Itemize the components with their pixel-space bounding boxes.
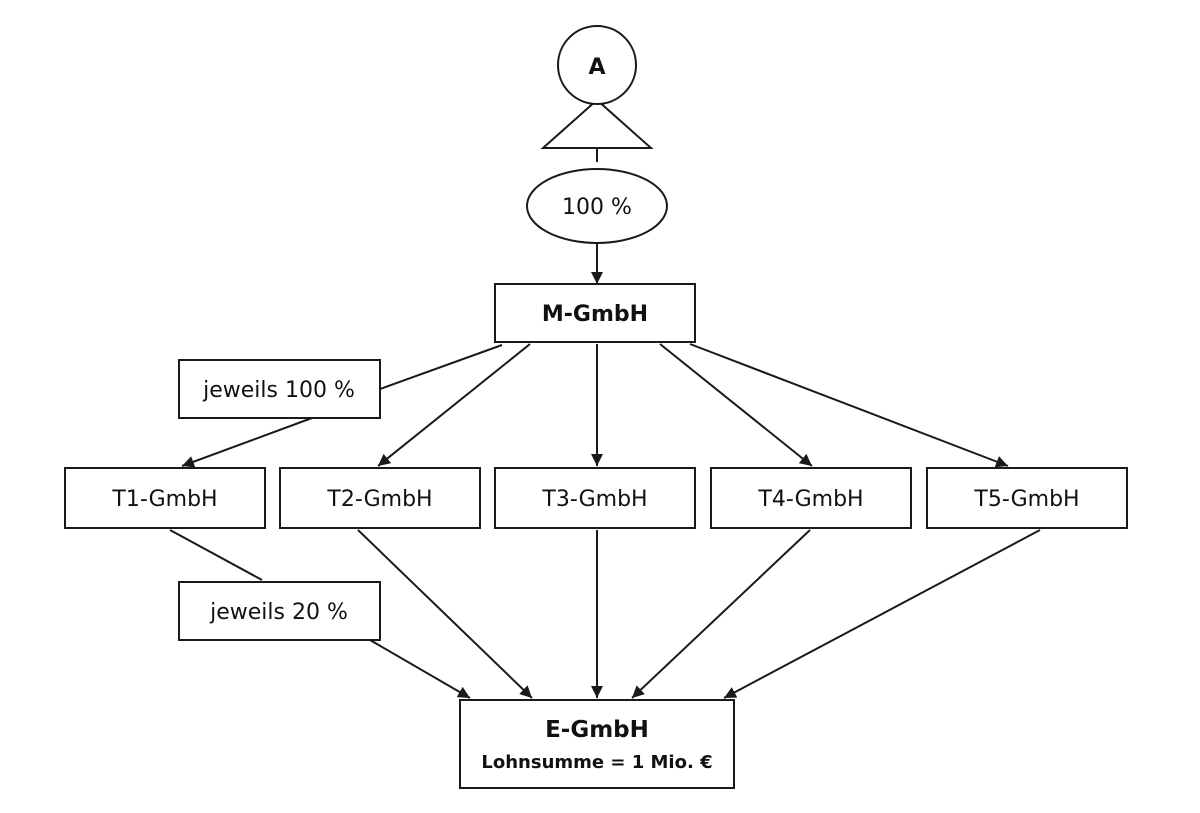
edge-t4-target: [631, 529, 811, 699]
subsidiary-label: T4-GmbH: [757, 487, 863, 512]
top-share-node: 100 %: [526, 168, 668, 244]
subsidiary-box: [494, 467, 696, 529]
edge-t1-target-lower: [369, 639, 471, 699]
subsidiary-box: [64, 467, 266, 529]
parent-label: M-GmbH: [542, 302, 648, 327]
target-node: E-GmbH Lohnsumme = 1 Mio. €: [459, 699, 735, 789]
edge-t2-target: [357, 529, 533, 699]
edge-t1-target-upper: [169, 529, 263, 581]
shareholder-body-shape: [540, 98, 654, 149]
subsidiary-box: [926, 467, 1128, 529]
subsidiary-node-t3: T3-GmbH: [494, 467, 696, 529]
subsidiary-share-node: jeweils 100 %: [178, 359, 381, 419]
subsidiary-node-t2: T2-GmbH: [279, 467, 481, 529]
top-share-label: 100 %: [562, 195, 632, 220]
target-share-node: jeweils 20 %: [178, 581, 381, 641]
target-share-box: [178, 581, 381, 641]
subsidiary-share-label: jeweils 100 %: [202, 378, 355, 403]
subsidiary-label: T1-GmbH: [111, 487, 217, 512]
subsidiary-label: T2-GmbH: [326, 487, 432, 512]
parent-node: M-GmbH: [494, 283, 696, 343]
target-name: E-GmbH: [545, 717, 649, 743]
target-box: [459, 699, 735, 789]
shareholder-node: A: [540, 25, 654, 149]
target-share-label: jeweils 20 %: [209, 600, 348, 625]
edge-t5-target: [723, 529, 1041, 699]
subsidiary-share-box: [178, 359, 381, 419]
subsidiary-box: [279, 467, 481, 529]
edge-parent-t2: [377, 343, 531, 467]
subsidiary-node-t1: T1-GmbH: [64, 467, 266, 529]
edge-parent-t1-upper: [379, 344, 503, 390]
subsidiary-label: T3-GmbH: [541, 487, 647, 512]
subsidiary-box: [710, 467, 912, 529]
edge-parent-t4: [659, 343, 813, 467]
shareholder-head-shape: [557, 25, 637, 105]
subsidiary-node-t4: T4-GmbH: [710, 467, 912, 529]
subsidiary-node-t5: T5-GmbH: [926, 467, 1128, 529]
edge-parent-t5: [689, 343, 1009, 468]
shareholder-label: A: [588, 55, 605, 80]
subsidiary-label: T5-GmbH: [973, 487, 1079, 512]
edge-parent-t1-lower: [181, 417, 313, 468]
target-detail: Lohnsumme = 1 Mio. €: [481, 752, 712, 773]
parent-box: [494, 283, 696, 343]
